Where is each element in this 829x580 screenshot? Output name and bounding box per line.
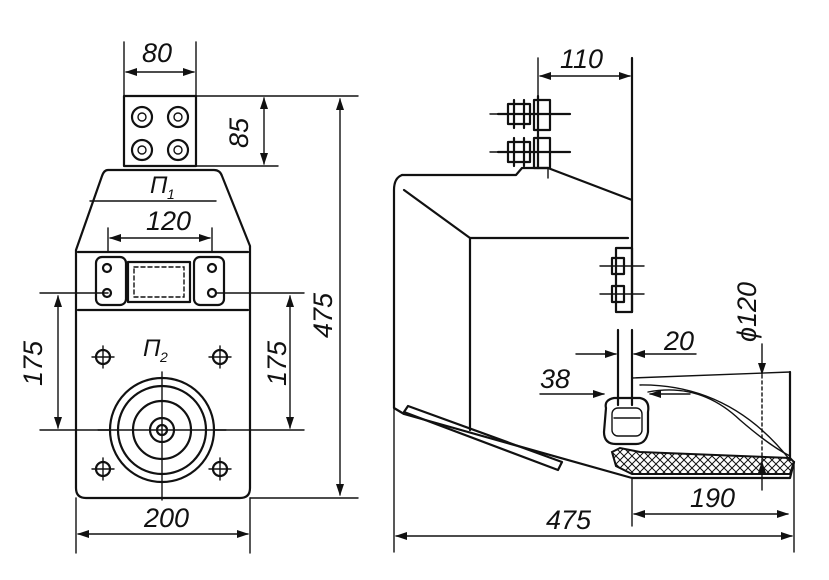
cable-lug: [602, 328, 650, 446]
dim-175-left-text: 175: [18, 340, 48, 386]
insulator-icon: [489, 136, 572, 170]
bolt-icon: [166, 138, 190, 162]
side-body-outline: [400, 166, 634, 314]
dim-85-text: 85: [224, 117, 254, 148]
mounting-window: [76, 250, 250, 312]
dim-80-text: 80: [142, 38, 172, 68]
busbar-terminal-block: [122, 94, 198, 168]
dimension-20: 20: [575, 326, 697, 358]
front-view: П 1 П 2 80 85 120 175: [18, 38, 359, 554]
dim-20-text: 20: [663, 326, 694, 356]
terminal-1-label: П: [150, 172, 168, 199]
terminal-2-label: П: [143, 335, 161, 362]
dim-175-right-text: 175: [262, 340, 292, 386]
dim-200-text: 200: [143, 503, 189, 533]
dimension-175-right: 175: [213, 292, 305, 431]
dimension-38: 38: [539, 364, 691, 398]
dimension-80: 80: [123, 38, 197, 97]
dimension-85: 85: [195, 95, 359, 167]
dimension-120: 120: [107, 206, 213, 253]
dim-phi-120-text: ϕ120: [732, 282, 762, 342]
base-rail: [402, 404, 564, 472]
mounting-hole-icon: [208, 345, 232, 369]
dimension-475-height: 475: [249, 98, 359, 499]
mounting-hole-icon: [208, 457, 232, 481]
dimension-phi-120: ϕ120: [732, 282, 766, 491]
cable-icon: [610, 370, 796, 475]
side-view: 110 20 38 ϕ120 190: [392, 44, 796, 553]
dimension-200: 200: [75, 497, 251, 554]
dim-38-text: 38: [540, 364, 570, 394]
bolt-icon: [130, 105, 154, 129]
mounting-hole-icon: [91, 457, 115, 481]
terminal-1-subscript: 1: [167, 186, 175, 202]
front-body-outline: [74, 168, 252, 500]
dim-110-text: 110: [560, 44, 603, 74]
side-plate: [599, 56, 645, 314]
dimension-110: 110: [537, 44, 631, 97]
dimension-475-length: 475: [393, 407, 795, 553]
bolt-icon: [166, 105, 190, 129]
mounting-hole-icon: [91, 345, 115, 369]
dimension-190: 190: [631, 477, 789, 527]
terminal-2-subscript: 2: [159, 349, 168, 365]
dim-475-length-text: 475: [546, 505, 592, 535]
bolt-icon: [130, 138, 154, 162]
dim-120-text: 120: [146, 206, 191, 236]
dim-190-text: 190: [690, 483, 735, 513]
dimension-175-left: 175: [18, 292, 111, 431]
dim-475-height-text: 475: [308, 292, 338, 338]
insulator-icon: [489, 98, 572, 132]
